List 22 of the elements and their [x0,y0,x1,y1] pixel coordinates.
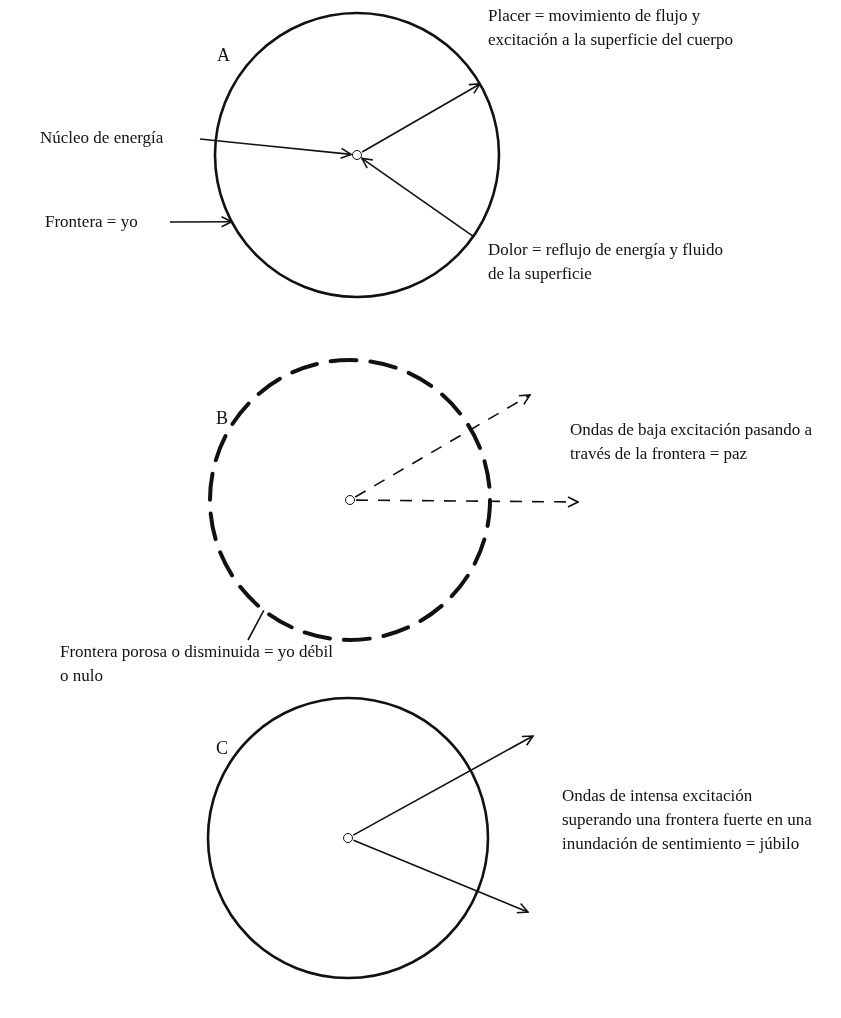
arrow [352,839,529,914]
arrow [199,138,352,160]
arrow [361,83,481,153]
leader-line [247,609,265,641]
core-circle [343,833,353,843]
annotation-text: Dolor = reflujo de energía y fluido de la superficie [488,239,724,285]
core-circle [352,150,362,160]
annotation-text: Frontera = yo [45,210,165,234]
panel-letter: A [217,45,230,66]
arrow [352,735,534,836]
core-circle [345,495,355,505]
arrow [355,496,579,508]
arrow [361,157,475,238]
annotation-text: Frontera porosa o disminuida = yo débil o nulo [60,640,340,688]
annotation-text: Ondas de intensa excitación superando una frontera fuerte en una inundación de sentimiento = júbilo [562,785,812,855]
panel-letter: C [216,738,228,759]
arrow [169,215,233,228]
annotation-text: Placer = movimiento de flujo y excitación a la superficie del cuerpo [488,5,734,51]
arrow [354,394,531,498]
annotation-text: Ondas de baja excitación pasando a través de la frontera = paz [570,419,814,465]
panel-letter: B [216,408,228,429]
annotation-text: Núcleo de energía [40,126,200,150]
